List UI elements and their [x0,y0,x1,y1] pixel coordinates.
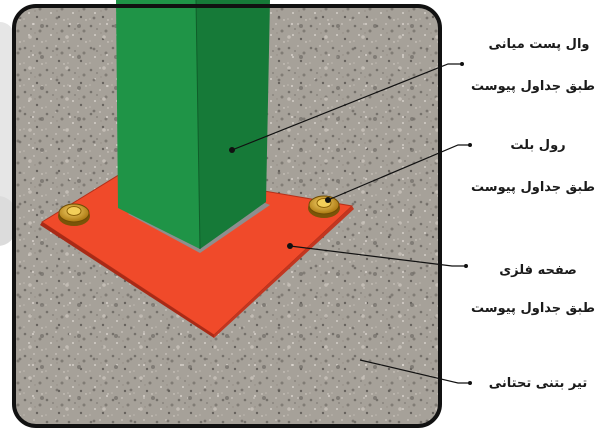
label-middle-post-line1: وال پست میانی [474,37,604,52]
leader-dot-bolt [325,197,331,203]
label-middle-post-line2: طبق جداول پیوست [462,79,604,94]
leader-dot-label-plate [464,264,468,268]
label-metal-plate-line1: صفحه فلزی [478,263,598,278]
label-concrete-beam: تیر بتنی تحتانی [474,376,602,391]
leader-dot-plate [287,243,293,249]
label-metal-plate-line2: طبق جداول پیوست [462,301,604,316]
middle-post [116,0,270,249]
leader-dot-label-bolt [468,143,472,147]
label-rawl-bolt-line2: طبق جداول پیوست [462,180,604,195]
rawl-bolt-left [58,204,90,226]
rawl-bolt-right [308,196,340,218]
label-rawl-bolt-line1: رول بلت [488,138,588,153]
leader-dot-post [229,147,235,153]
leader-dot-label-post [460,62,464,66]
leader-dot-label-beam [468,381,472,385]
